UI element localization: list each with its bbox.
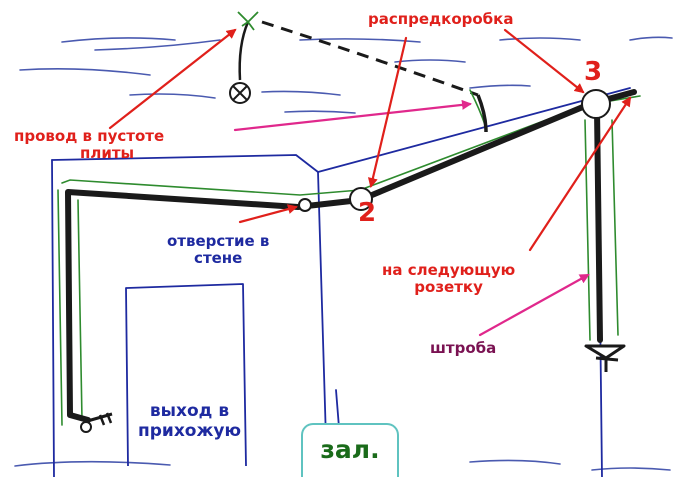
hall-label-box: зал. — [301, 423, 399, 477]
wall-hole-icon — [298, 198, 312, 212]
label-wire-in-slab: провод в пустоте плиты — [14, 127, 165, 163]
ceiling-lamp-icon — [229, 11, 259, 104]
junction-box-icon — [349, 187, 373, 211]
label-wire-in-slab-line2: плиты — [80, 144, 135, 163]
label-hole-in-wall: отверстие в стене — [167, 232, 270, 268]
slab-wire-dashed — [261, 20, 479, 97]
ceiling-slab-hatching — [14, 36, 673, 471]
label-exit-line1: выход в — [149, 401, 230, 421]
junction-box-icon — [581, 89, 611, 119]
label-next-socket-line1: на следующую — [382, 261, 516, 279]
label-hole-in-wall-line1: отверстие в — [167, 232, 270, 250]
label-next-socket-line2: розетку — [414, 278, 483, 297]
label-next-socket: на следующую розетку — [382, 261, 516, 297]
label-exit-to-hallway: выход в прихожую — [138, 401, 241, 441]
label-hole-in-wall-line2: стене — [194, 249, 243, 268]
switch-icon — [80, 412, 113, 433]
wiring-slab-branch — [476, 94, 488, 133]
annotation-arrows — [108, 28, 632, 337]
hall-label: зал. — [320, 435, 380, 464]
marker-box-two: 2 — [358, 198, 377, 228]
marker-box-three: 3 — [584, 57, 603, 87]
label-wire-in-slab-line1: провод в пустоте — [14, 127, 165, 145]
hallway-door — [125, 283, 247, 467]
label-chase: штроба — [430, 339, 497, 357]
socket-icon — [584, 344, 626, 372]
label-exit-line2: прихожую — [138, 420, 241, 441]
label-junction-box: распредкоробка — [368, 10, 514, 28]
